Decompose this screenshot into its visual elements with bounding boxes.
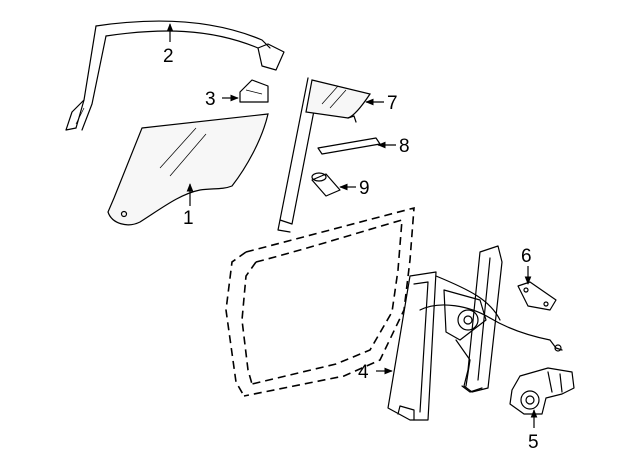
part-6-bracket[interactable] bbox=[517, 281, 557, 311]
part-2-glass-run-channel[interactable] bbox=[65, 20, 285, 131]
part-1-door-glass[interactable] bbox=[107, 113, 269, 226]
callout-3: 3 bbox=[205, 89, 216, 110]
part-8-seal-strip[interactable] bbox=[317, 137, 381, 155]
callout-6: 6 bbox=[521, 246, 532, 267]
part-3-retainer[interactable] bbox=[239, 79, 269, 103]
part-9-bumper[interactable] bbox=[311, 172, 341, 197]
part-4-window-regulator[interactable] bbox=[387, 245, 563, 421]
callout-1: 1 bbox=[183, 208, 194, 229]
callout-9: 9 bbox=[359, 178, 370, 199]
callout-2: 2 bbox=[163, 46, 174, 67]
callout-7: 7 bbox=[387, 93, 398, 114]
part-7-quarter-window[interactable] bbox=[277, 77, 371, 233]
callout-4: 4 bbox=[358, 362, 369, 383]
callout-5: 5 bbox=[528, 432, 539, 453]
callout-leaders bbox=[166, 23, 538, 428]
callout-8: 8 bbox=[399, 136, 410, 157]
part-5-window-motor[interactable] bbox=[509, 367, 575, 415]
door-outline bbox=[225, 206, 415, 397]
